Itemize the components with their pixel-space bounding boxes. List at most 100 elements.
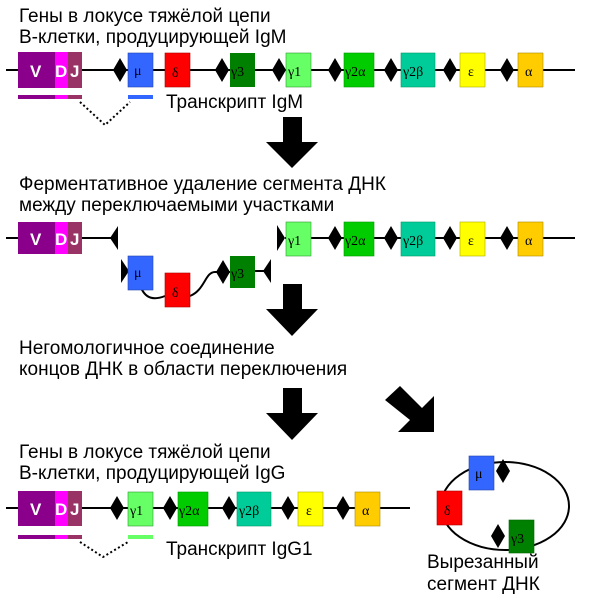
gene-mu xyxy=(127,255,154,291)
switch-region-marker xyxy=(163,496,177,520)
label-gamma2a: γ2α xyxy=(178,504,200,519)
gene-segment-d xyxy=(55,52,68,88)
excised-dna-circle: μ δ γ3 xyxy=(436,455,570,554)
cut-switch-half-left xyxy=(121,259,129,283)
transcript-d xyxy=(55,95,68,99)
gene-gamma2a xyxy=(177,491,209,527)
gene-epsilon xyxy=(297,491,324,527)
label-gamma1: γ1 xyxy=(287,234,301,249)
switch-region-marker xyxy=(215,58,229,82)
transcript-mu xyxy=(128,95,153,99)
gene-gamma3 xyxy=(230,256,255,288)
label-j: J xyxy=(70,500,79,519)
gene-gamma2a xyxy=(343,221,375,257)
igg-locus: V D J γ1 γ2α γ2β ε α xyxy=(6,491,410,527)
label-gamma1: γ1 xyxy=(129,504,143,519)
looped-out-segment: μ δ γ3 xyxy=(121,255,271,308)
transcript-v xyxy=(18,95,55,99)
switch-region-marker xyxy=(222,496,236,520)
gene-delta xyxy=(436,490,463,526)
transcript-j xyxy=(68,95,82,99)
switch-region-marker xyxy=(328,226,342,250)
diagonal-arrow xyxy=(385,386,434,432)
switch-region-marker xyxy=(113,58,127,82)
excised-label-line1: Вырезанный xyxy=(427,552,539,573)
label-mu: μ xyxy=(134,64,142,79)
gene-gamma2b xyxy=(236,491,272,527)
igm-transcript: Транскрипт IgM xyxy=(18,92,303,127)
gene-segment-v xyxy=(18,222,55,254)
switch-region-marker xyxy=(384,226,398,250)
label-gamma1: γ1 xyxy=(287,65,301,80)
switch-region-marker xyxy=(110,496,124,520)
label-j: J xyxy=(70,230,79,249)
down-arrow-3 xyxy=(266,388,318,440)
label-gamma3: γ3 xyxy=(230,267,244,282)
switch-region-marker xyxy=(281,496,295,520)
gene-gamma1 xyxy=(127,491,154,527)
gene-gamma2b xyxy=(400,52,436,88)
deletion-locus: V D J γ1 γ2α γ2β ε α xyxy=(6,221,575,257)
gene-gamma1 xyxy=(285,52,312,88)
gene-gamma3 xyxy=(508,519,535,554)
dna-loop-strand xyxy=(189,271,232,297)
transcript-j xyxy=(68,535,82,539)
label-gamma3: γ3 xyxy=(230,65,244,80)
gene-segment-j xyxy=(68,52,82,88)
label-delta: δ xyxy=(172,66,179,81)
label-j: J xyxy=(70,62,79,81)
label-alpha: α xyxy=(525,234,533,249)
label-mu: μ xyxy=(475,467,483,482)
gene-gamma2b xyxy=(400,221,436,257)
label-delta: δ xyxy=(444,504,451,519)
gene-gamma1 xyxy=(285,221,312,257)
transcript-igg1-label: Транскрипт IgG1 xyxy=(166,539,313,560)
transcript-v xyxy=(18,535,55,539)
label-mu: μ xyxy=(134,266,142,281)
cut-switch-half-left xyxy=(110,226,118,250)
label-gamma2a: γ2α xyxy=(344,65,366,80)
gene-mu xyxy=(127,52,154,88)
label-gamma2a: γ2α xyxy=(344,234,366,249)
step2-title-line1: Ферментативное удаление сегмента ДНК xyxy=(19,174,386,195)
label-epsilon: ε xyxy=(306,504,312,519)
transcript-gamma1 xyxy=(128,535,153,539)
cut-switch-half-right xyxy=(277,225,285,251)
gene-epsilon xyxy=(459,52,486,88)
transcript-igm-label: Транскрипт IgM xyxy=(166,92,303,113)
switch-region-marker xyxy=(216,260,230,284)
step2-title-line2: между переключаемыми участками xyxy=(19,195,334,216)
switch-region-marker xyxy=(272,58,286,82)
gene-mu xyxy=(468,455,495,491)
switch-region-marker xyxy=(500,226,514,250)
switch-region-marker xyxy=(443,58,457,82)
label-alpha: α xyxy=(525,65,533,80)
transcript-d xyxy=(55,535,68,539)
switch-region-marker xyxy=(443,226,457,250)
label-v: V xyxy=(30,500,42,519)
gene-segment-d xyxy=(55,222,68,254)
gene-alpha xyxy=(517,221,544,257)
gene-delta xyxy=(164,52,191,88)
gene-segment-j xyxy=(68,222,82,254)
switch-region-marker xyxy=(491,524,505,548)
label-delta: δ xyxy=(172,286,179,301)
label-gamma2b: γ2β xyxy=(402,65,423,80)
igm-locus: V D J μ δ γ3 γ1 γ2α γ2β ε α xyxy=(6,52,575,88)
label-d: D xyxy=(55,500,67,519)
gene-gamma2a xyxy=(343,52,375,88)
gene-alpha xyxy=(354,491,381,527)
switch-region-marker xyxy=(384,58,398,82)
label-d: D xyxy=(55,230,67,249)
step1-title-line1: Гены в локусе тяжёлой цепи xyxy=(19,6,271,27)
step1-title-line2: B-клетки, продуцирующей IgM xyxy=(19,27,286,48)
excised-label-line2: сегмент ДНК xyxy=(427,574,540,595)
cut-switch-half-right xyxy=(263,259,271,283)
gene-segment-j xyxy=(68,491,82,526)
step4-title-line2: B-клетки, продуцирующей IgG xyxy=(19,463,285,484)
igg1-transcript: Транскрипт IgG1 xyxy=(18,535,313,560)
gene-delta xyxy=(164,272,191,308)
label-gamma2b: γ2β xyxy=(402,234,423,249)
switch-region-marker xyxy=(500,58,514,82)
